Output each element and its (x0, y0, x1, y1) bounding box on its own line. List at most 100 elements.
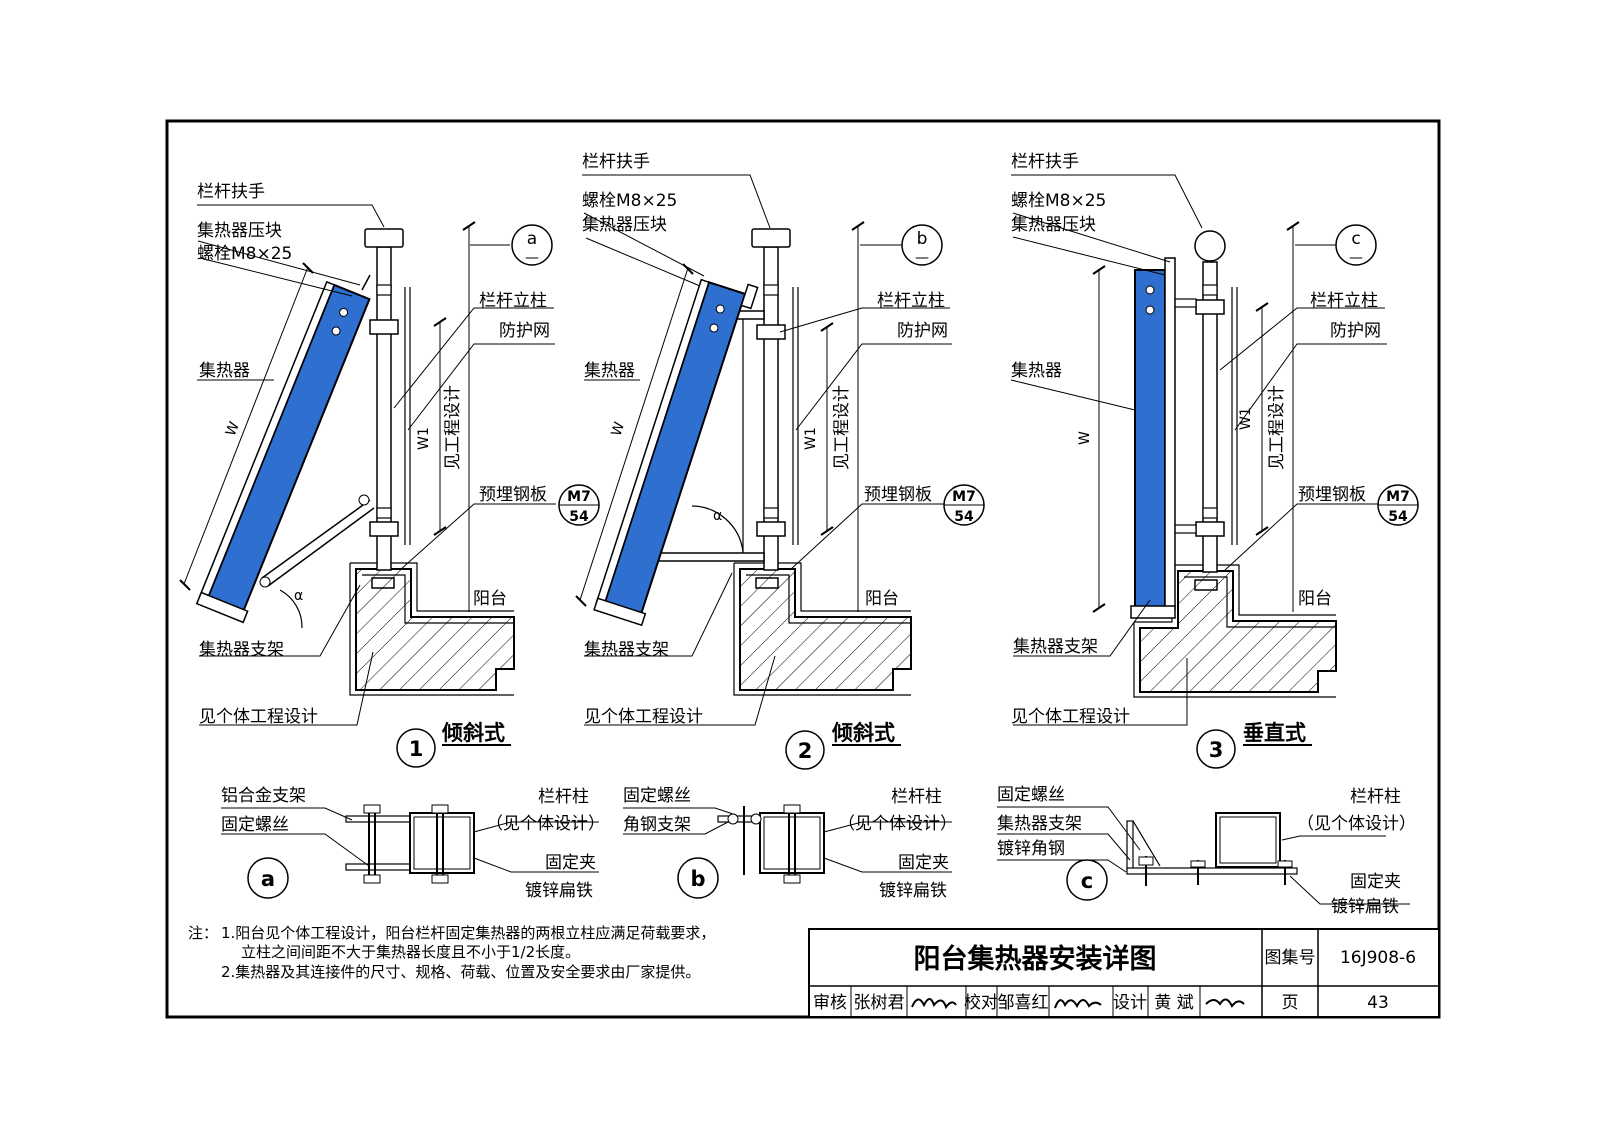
detail-number-1 (396, 728, 436, 768)
ref-m7-54-2: M7 54 (943, 484, 985, 526)
callout-b: b — (901, 224, 943, 266)
label-b-l2: 角钢支架 (623, 815, 691, 835)
section-b-letter: b (690, 867, 705, 891)
section-c-letter: c (1081, 869, 1093, 893)
drawing-title: 阳台集热器安装详图 (914, 943, 1157, 975)
svg-text:54: 54 (1388, 509, 1408, 525)
review-label: 审核 (813, 993, 847, 1013)
label-balcony-3: 阳台 (1298, 589, 1332, 609)
label-plate-2: 预埋钢板 (864, 485, 932, 505)
label-bolt-3: 螺栓M8×25 (1011, 191, 1106, 211)
detail-1: 栏杆扶手 集热器压块 螺栓M8×25 集热器 栏杆立柱 防护网 预埋钢板 阳台 … (179, 182, 600, 768)
callout-a: a — (511, 224, 553, 266)
sheet-border (165, 119, 1441, 1019)
page-number: 43 (1367, 993, 1389, 1013)
section-c: 固定螺丝 集热器支架 镀锌角钢 栏杆柱 （见个体设计） 固定夹 镀锌扁铁 c (997, 785, 1416, 917)
design-label: 设计 (1113, 993, 1147, 1013)
label-collector-3: 集热器 (1011, 361, 1062, 381)
designer-name: 黄 斌 (1154, 993, 1193, 1013)
dim-w-2: W (609, 420, 629, 438)
dim-w-1: W (223, 420, 243, 439)
label-c-r4: 镀锌扁铁 (1331, 897, 1399, 917)
balcony-slab-2 (733, 562, 912, 696)
collector-panel-3 (1130, 257, 1176, 619)
note-1a: 1.阳台见个体工程设计，阳台栏杆固定集热器的两根立柱应满足荷载要求， (221, 924, 715, 942)
detail-number-3-text: 3 (1209, 738, 1224, 762)
svg-text:54: 54 (569, 509, 589, 525)
ref-m7-54-1: M7 54 (558, 484, 600, 526)
svg-text:b: b (917, 229, 928, 249)
detail-2: 栏杆扶手 螺栓M8×25 集热器压块 集热器 栏杆立柱 防护网 预埋钢板 阳台 … (575, 152, 985, 770)
collector-panel-2 (593, 278, 759, 627)
label-b-r4: 镀锌扁铁 (879, 881, 947, 901)
svg-text:M7: M7 (952, 489, 976, 505)
notes: 注： 1.阳台见个体工程设计，阳台栏杆固定集热器的两根立柱应满足荷载要求， 立柱… (188, 924, 715, 981)
svg-text:—: — (1349, 250, 1363, 266)
label-handrail-2: 栏杆扶手 (582, 152, 650, 172)
label-post-1: 栏杆立柱 (479, 291, 547, 311)
detail-number-2 (785, 730, 825, 770)
svg-text:54: 54 (954, 509, 974, 525)
detail-number-2-text: 2 (798, 739, 813, 763)
designer-signature (1205, 998, 1245, 1008)
svg-text:—: — (525, 250, 539, 266)
reviewer-name: 张树君 (854, 993, 905, 1013)
label-bracket-1: 集热器支架 (199, 640, 284, 660)
label-clamp-1: 集热器压块 (197, 221, 282, 241)
balcony-slab-3 (1133, 564, 1337, 698)
label-clamp-2: 集热器压块 (582, 215, 667, 235)
label-bracket-3: 集热器支架 (1013, 637, 1098, 657)
label-c-l1: 固定螺丝 (997, 785, 1065, 805)
label-bracket-2: 集热器支架 (584, 640, 669, 660)
dim-w-3: W (1077, 431, 1093, 445)
collector-panel-1 (195, 280, 371, 624)
label-a-r4: 镀锌扁铁 (525, 881, 593, 901)
label-plate-3: 预埋钢板 (1298, 485, 1366, 505)
label-handrail-3: 栏杆扶手 (1011, 152, 1079, 172)
label-c-r2: （见个体设计） (1297, 814, 1416, 834)
dim-eng-3: 见工程设计 (1267, 385, 1287, 470)
label-clamp-3: 集热器压块 (1011, 215, 1096, 235)
svg-text:M7: M7 (1386, 489, 1410, 505)
label-a-l1: 铝合金支架 (221, 786, 306, 806)
svg-text:a: a (527, 229, 537, 249)
handrail-3 (1194, 230, 1226, 262)
label-mesh-3: 防护网 (1330, 321, 1381, 341)
title-block: 阳台集热器安装详图 图集号 16J908-6 审核 张树君 校对 邹喜红 设计 … (808, 928, 1440, 1018)
dim-w1-1: W1 (416, 427, 432, 450)
atlas-label: 图集号 (1265, 948, 1316, 968)
note-2: 2.集热器及其连接件的尺寸、规格、荷载、位置及安全要求由厂家提供。 (221, 963, 700, 981)
label-see-design-3: 见个体工程设计 (1011, 707, 1130, 727)
svg-text:M7: M7 (567, 489, 591, 505)
label-balcony-2: 阳台 (865, 589, 899, 609)
label-a-r2: （见个体设计） (486, 814, 605, 834)
label-c-r3: 固定夹 (1350, 872, 1401, 892)
note-1b: 立柱之间间距不大于集热器长度且不小于1/2长度。 (241, 943, 580, 961)
label-see-design-2: 见个体工程设计 (584, 707, 703, 727)
balcony-slab-1 (349, 562, 515, 696)
svg-text:—: — (915, 250, 929, 266)
atlas-number: 16J908-6 (1340, 948, 1416, 968)
section-a-letter: a (261, 867, 275, 891)
label-b-r1: 栏杆柱 (891, 787, 942, 807)
label-handrail-1: 栏杆扶手 (197, 182, 265, 202)
checker-name: 邹喜红 (998, 993, 1049, 1013)
dim-w1-3: W1 (1238, 407, 1254, 430)
label-bolt-1: 螺栓M8×25 (197, 244, 292, 264)
dim-eng-1: 见工程设计 (443, 385, 463, 470)
railing-post-3 (1202, 261, 1218, 573)
svg-text:c: c (1351, 229, 1360, 249)
dim-eng-2: 见工程设计 (832, 385, 852, 470)
label-mesh-2: 防护网 (897, 321, 948, 341)
checker-signature (1054, 999, 1102, 1009)
label-a-l2: 固定螺丝 (221, 815, 289, 835)
detail-number-1-text: 1 (409, 737, 424, 761)
label-b-r3: 固定夹 (898, 853, 949, 873)
label-collector-1: 集热器 (199, 361, 250, 381)
section-b: 固定螺丝 角钢支架 栏杆柱 （见个体设计） 固定夹 镀锌扁铁 b (623, 786, 957, 901)
detail-title-1: 倾斜式 (441, 721, 505, 745)
callout-c: c — (1335, 224, 1377, 266)
label-see-design-1: 见个体工程设计 (199, 707, 318, 727)
label-plate-1: 预埋钢板 (479, 485, 547, 505)
